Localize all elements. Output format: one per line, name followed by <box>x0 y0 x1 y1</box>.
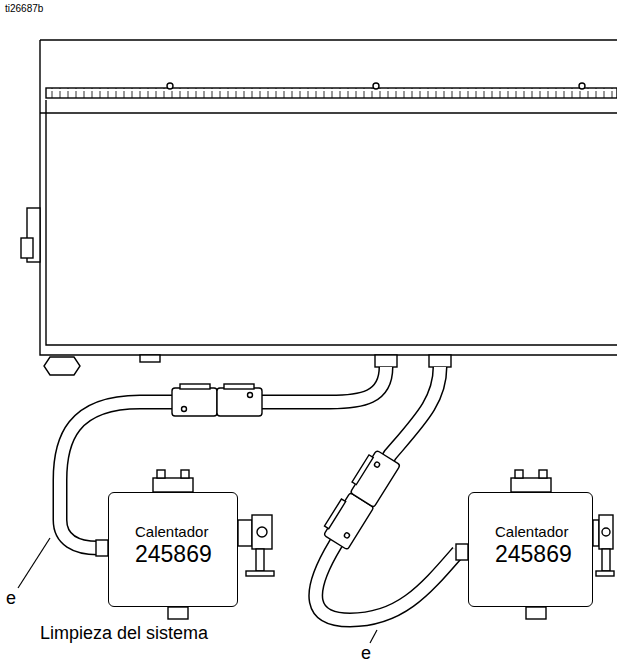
heater-box: Calentador245869 <box>468 492 593 607</box>
figure-id: ti26687b <box>5 3 43 15</box>
part-number: 245869 <box>495 541 582 569</box>
part-number: 245869 <box>135 541 227 569</box>
heater-box: Calentador245869 <box>108 492 238 607</box>
callout-letter: e <box>6 588 16 609</box>
heater-name: Calentador <box>135 523 227 541</box>
heater-name: Calentador <box>495 523 582 541</box>
figure-caption: Limpieza del sistema <box>40 623 208 644</box>
callout-letter: e <box>361 643 371 664</box>
